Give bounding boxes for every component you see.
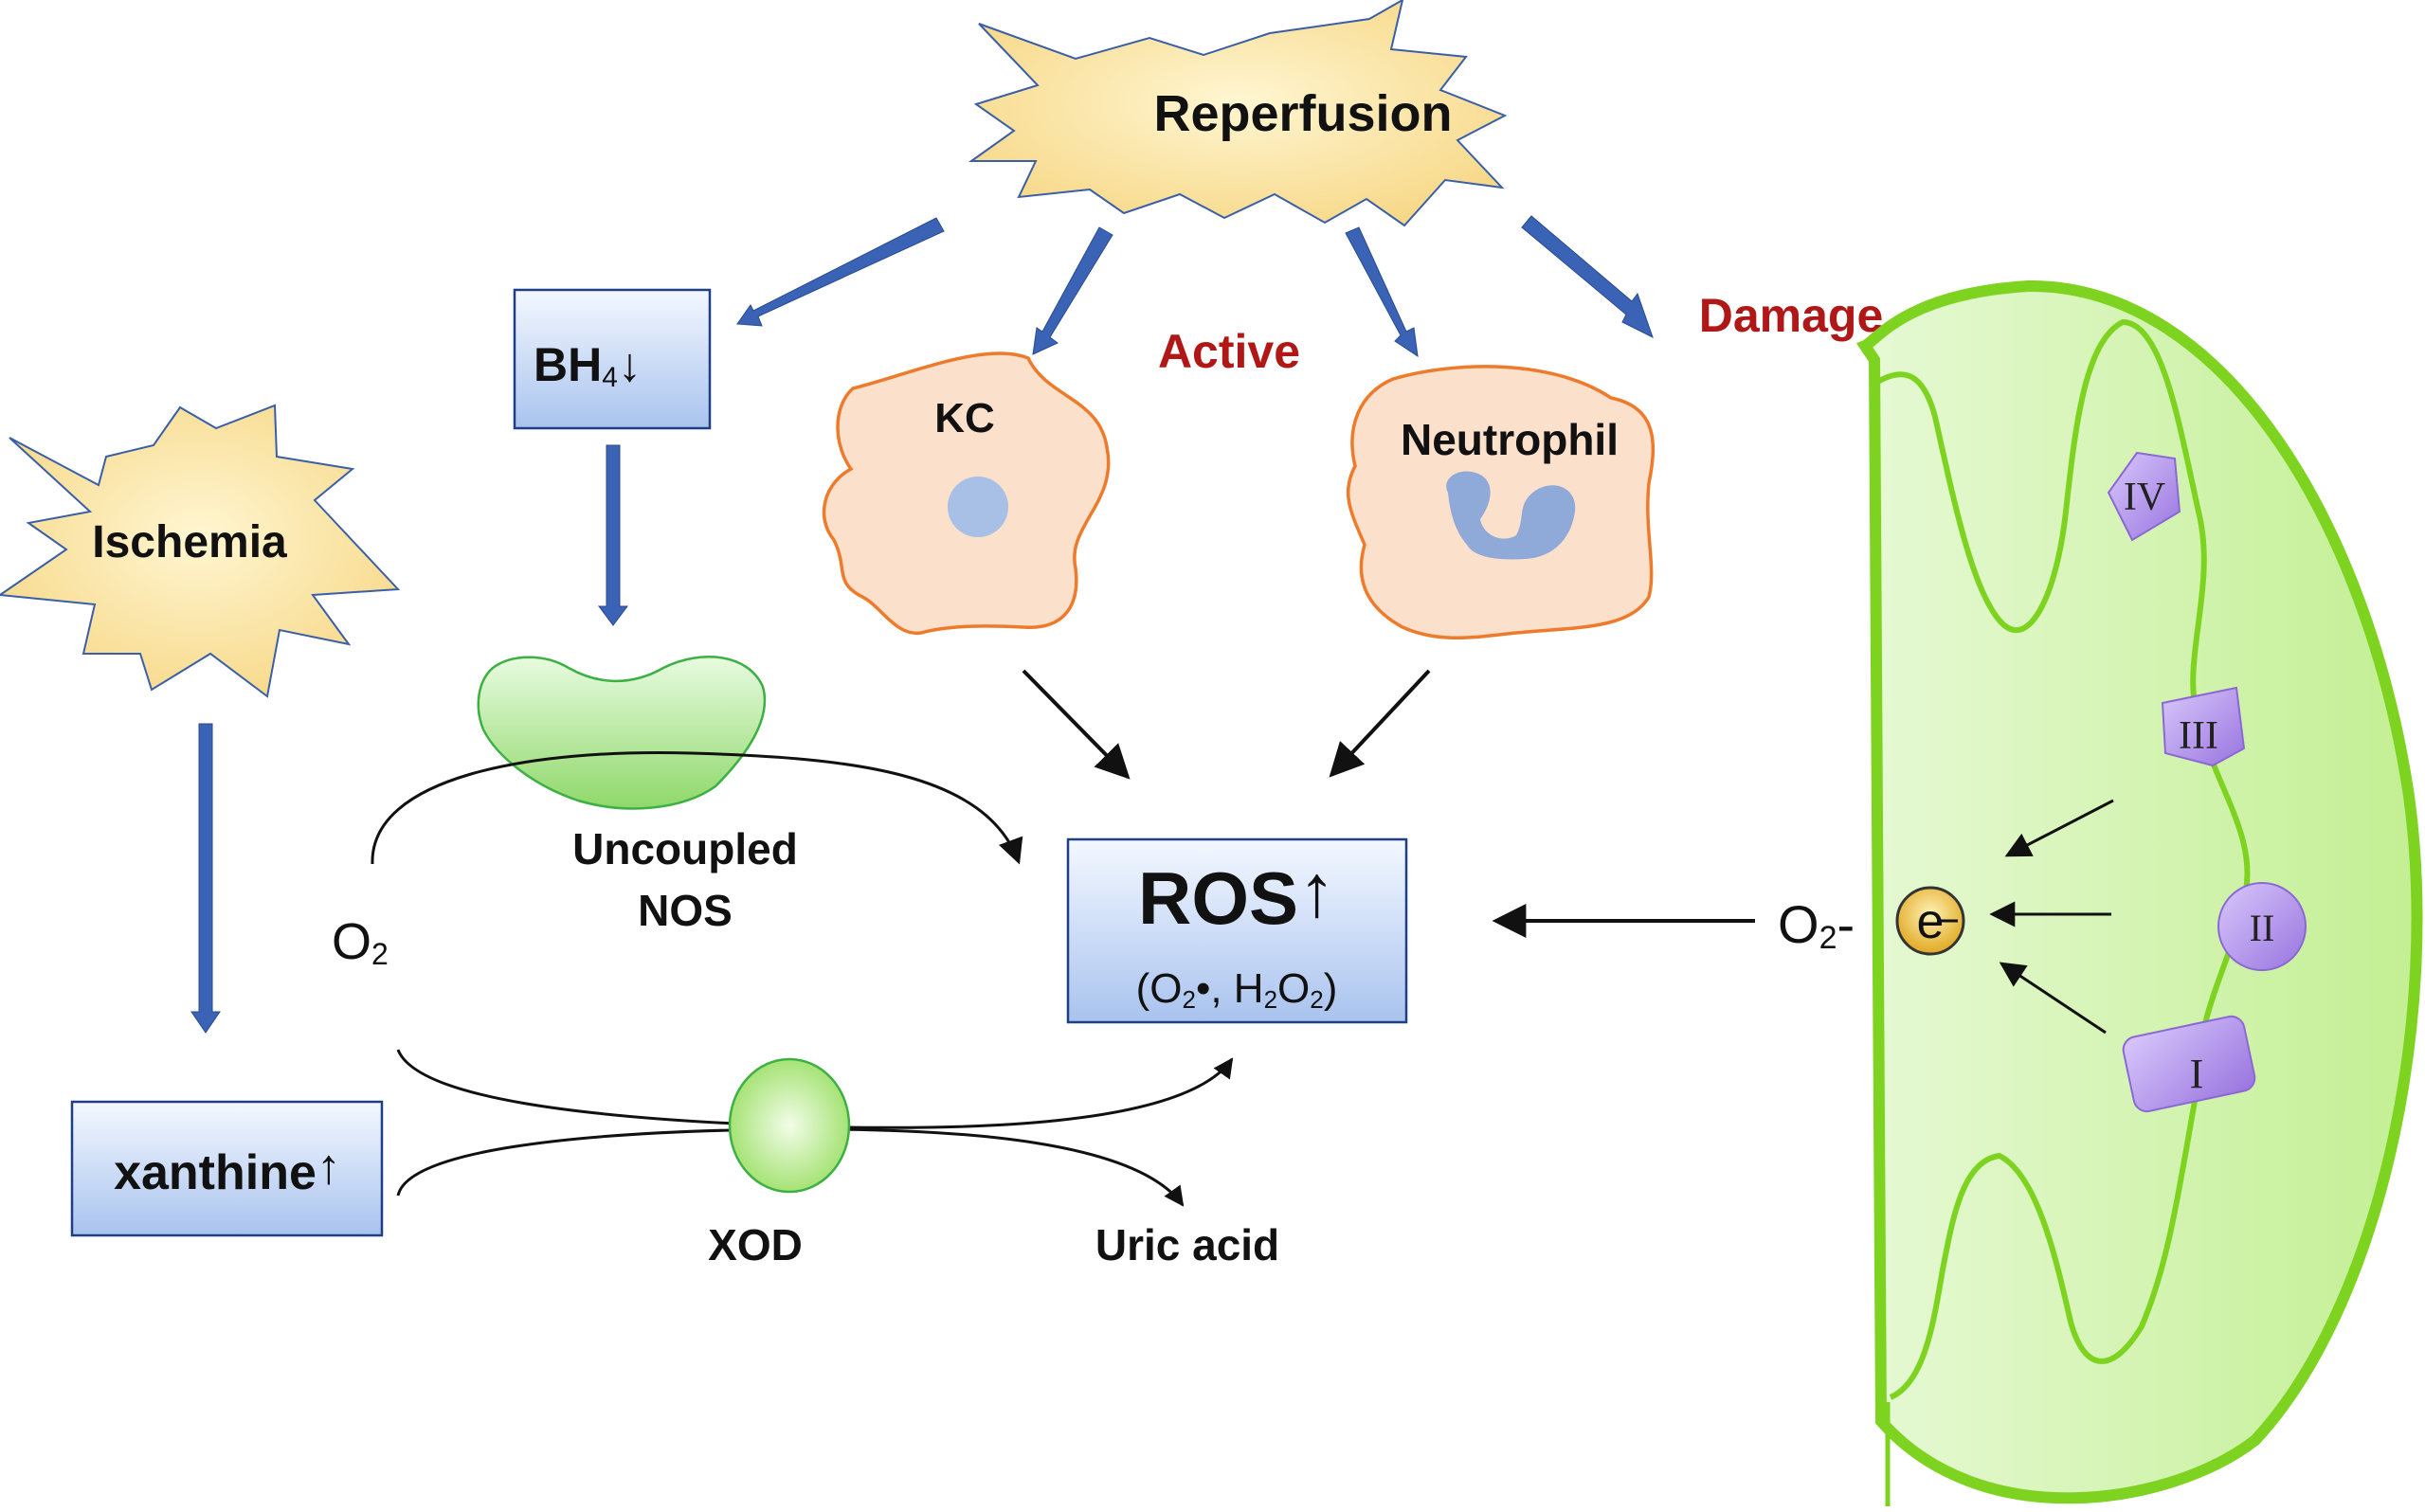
complex-ii-label: II xyxy=(2250,907,2275,949)
arrow-reperfusion-to-damage xyxy=(1521,215,1654,338)
bh4-box: BH4↓ xyxy=(513,288,712,430)
kc-nucleus xyxy=(948,477,1008,537)
complex-iv-label: IV xyxy=(2124,476,2165,519)
ros-detail-o: O xyxy=(1277,965,1310,1012)
o2-left-subscript: 2 xyxy=(371,937,389,971)
o2-right-subscript: 2 xyxy=(1819,920,1837,956)
ros-box: ROS↑ (O2•, H2O2) xyxy=(1066,837,1408,1024)
o2-to-ros-curve xyxy=(371,751,1023,865)
arrow-complex-iii-to-electron xyxy=(2004,799,2114,857)
ischemia-label: Ischemia xyxy=(92,517,287,567)
complex-iii-label: III xyxy=(2179,714,2218,758)
svg-text:BH4↓: BH4↓ xyxy=(534,338,642,393)
arrow-neutrophil-to-ros xyxy=(1329,669,1431,778)
svg-text:O2: O2 xyxy=(332,913,389,971)
svg-text:ROS↑: ROS↑ xyxy=(1138,849,1335,940)
complex-ii: II xyxy=(2217,882,2307,971)
svg-text:O2-: O2- xyxy=(1778,894,1855,956)
ros-up-arrow: ↑ xyxy=(1298,849,1335,932)
ischemia-trigger: Ischemia xyxy=(0,404,401,698)
xod-label: XOD xyxy=(708,1220,803,1269)
ros-detail-sub3: 2 xyxy=(1310,985,1323,1014)
active-label: Active xyxy=(1158,325,1300,378)
arrow-ischemia-to-xanthine xyxy=(190,723,221,1034)
reperfusion-trigger: Reperfusion xyxy=(968,0,1508,227)
bh4-label: BH xyxy=(534,338,602,391)
o2-left-label: O xyxy=(332,913,371,970)
kc-cell: KC xyxy=(822,351,1111,635)
arrow-reperfusion-to-neutrophil xyxy=(1345,226,1419,358)
damage-label: Damage xyxy=(1699,289,1884,342)
xod-enzyme xyxy=(728,1057,851,1194)
kc-label: KC xyxy=(934,395,995,441)
xanthine-label: xanthine xyxy=(114,1145,317,1200)
arrow-complex-i-to-electron xyxy=(1999,962,2107,1035)
arrow-reperfusion-to-bh4 xyxy=(736,217,945,327)
ros-detail-mid: •, H xyxy=(1196,965,1264,1012)
uric-acid-label: Uric acid xyxy=(1095,1220,1279,1269)
arrow-bh4-to-nos xyxy=(598,444,628,626)
svg-text:(O2•, H2O2): (O2•, H2O2) xyxy=(1136,965,1338,1014)
complex-iii: III xyxy=(2161,686,2246,767)
complex-i: I xyxy=(2122,1015,2256,1113)
inner-membrane xyxy=(1873,318,2251,1400)
neutrophil-nucleus xyxy=(1446,471,1576,560)
uncoupled-nos-label-line1: Uncoupled xyxy=(572,824,798,873)
ros-detail-sub2: 2 xyxy=(1264,985,1277,1014)
arrow-reperfusion-to-kc xyxy=(1032,226,1113,355)
o2-right-label: O xyxy=(1778,894,1819,954)
neutrophil-cell: Neutrophil xyxy=(1346,365,1656,639)
blue-arrows xyxy=(190,215,1654,1034)
ros-detail-sub1: 2 xyxy=(1182,985,1195,1014)
svg-text:xanthine↑: xanthine↑ xyxy=(114,1140,341,1200)
xanthine-box: xanthine↑ xyxy=(70,1100,384,1237)
neutrophil-label: Neutrophil xyxy=(1401,415,1619,464)
uncoupled-nos-label-line2: NOS xyxy=(638,886,733,935)
bh4-down-arrow: ↓ xyxy=(618,338,642,391)
o2-right-dash: - xyxy=(1837,894,1855,954)
mitochondrion xyxy=(1855,279,2423,1506)
reperfusion-label: Reperfusion xyxy=(1153,85,1452,142)
arrow-kc-to-ros xyxy=(1022,669,1131,780)
ros-detail-open: (O xyxy=(1136,965,1183,1012)
complex-i-label: I xyxy=(2190,1051,2204,1097)
ros-detail-close: ) xyxy=(1324,965,1338,1012)
bh4-subscript: 4 xyxy=(602,362,618,393)
xanthine-up-arrow: ↑ xyxy=(317,1140,341,1195)
complex-iv: IV xyxy=(2107,451,2181,542)
uncoupled-nos-enzyme xyxy=(477,656,767,810)
ros-label: ROS xyxy=(1138,856,1298,940)
electron: e xyxy=(1895,886,1965,956)
